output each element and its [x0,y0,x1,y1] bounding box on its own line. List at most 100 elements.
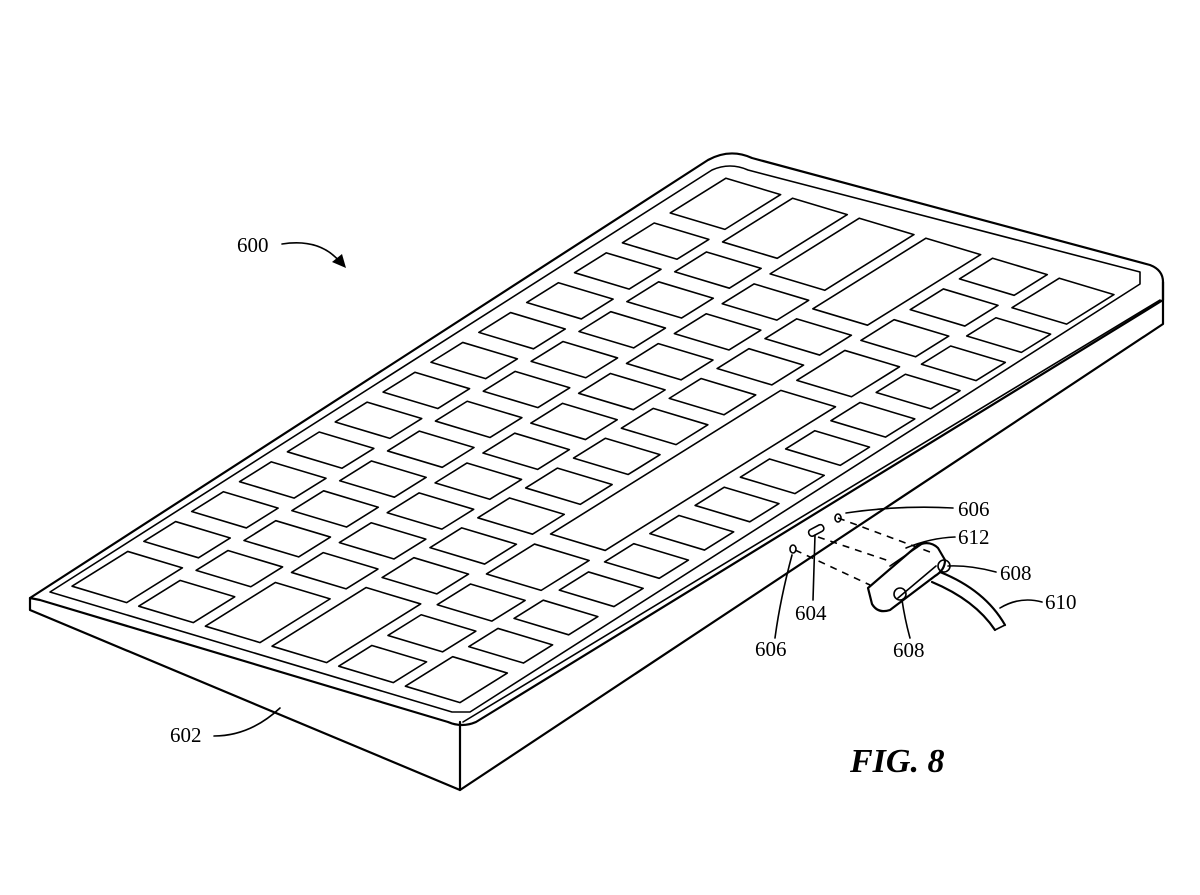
key [572,437,661,476]
key [482,370,571,409]
key [530,340,619,379]
key-plate [49,165,1141,713]
label-610: 610 [1045,590,1077,614]
key [524,467,613,506]
key [71,550,184,604]
alignment-line-middle [817,536,893,563]
key [137,579,236,624]
key [291,490,380,528]
figure-caption: FIG. 8 [849,743,944,780]
key [271,586,422,664]
alignment-line-top [837,517,931,553]
key [1011,277,1115,325]
key [429,527,518,565]
key [430,341,519,380]
key [549,389,837,552]
key [382,371,471,410]
key [764,318,853,356]
key [338,460,427,498]
key [721,197,849,260]
key [238,461,327,499]
leader-612 [905,536,956,549]
label-608-right: 608 [1000,561,1032,585]
key [626,281,715,319]
key [620,407,709,446]
fastener-hole-bottom [789,544,797,554]
key [386,430,475,469]
key [290,551,379,590]
key [190,490,279,529]
labels: 600 602 606 612 608 610 604 606 608 FIG.… [170,233,1077,780]
key [143,520,232,559]
screw-bottom [893,587,907,601]
key [769,217,915,292]
housing-right-side [458,280,1165,792]
key [965,316,1052,354]
plug-body [866,541,947,613]
label-606-bottom: 606 [755,637,787,661]
key [621,222,710,261]
label-604: 604 [795,601,827,625]
label-600: 600 [237,233,269,257]
fastener-hole-top [834,513,842,523]
keyboard-housing [28,152,1165,792]
key [716,347,805,386]
cable-end [994,624,1006,631]
key [958,257,1049,297]
key [195,549,284,588]
alignment-line-bottom [794,549,871,586]
connector-assembly [789,513,1007,632]
plug-ridge [889,543,937,599]
label-602: 602 [170,723,202,747]
key [243,519,332,558]
key [909,288,999,327]
key [578,310,667,349]
label-606-top: 606 [958,497,990,521]
leader-604 [812,534,816,601]
leader-608-bottom [901,599,911,639]
key [338,521,427,560]
cable [930,570,1007,632]
key [673,312,762,351]
label-612: 612 [958,525,990,549]
key [513,599,599,636]
key [482,432,571,471]
key [784,429,871,467]
key [603,542,690,580]
key [477,497,566,535]
key [381,556,470,595]
key [577,372,666,411]
key [436,583,526,622]
label-608-bottom: 608 [893,638,925,662]
key [668,377,757,416]
key [334,401,423,440]
key [673,251,762,289]
key [860,318,950,358]
housing-top-surface [28,152,1165,727]
key [530,402,619,441]
housing-front-edge [28,596,462,792]
leader-600 [281,242,341,263]
key [796,349,901,398]
key [558,571,644,608]
key [920,345,1007,382]
key [573,252,662,290]
key [649,514,735,551]
arrowhead-600 [332,254,346,268]
key [739,458,826,495]
leader-lines [213,242,1043,737]
key [485,543,590,592]
key [434,400,523,439]
leader-606-top [845,506,954,514]
key [812,237,982,326]
key [404,655,509,704]
key [669,177,782,231]
key [830,401,916,438]
key [286,431,375,470]
key [337,644,428,684]
key [694,486,780,523]
leader-610 [999,599,1043,609]
key [204,581,331,644]
key [386,492,475,530]
